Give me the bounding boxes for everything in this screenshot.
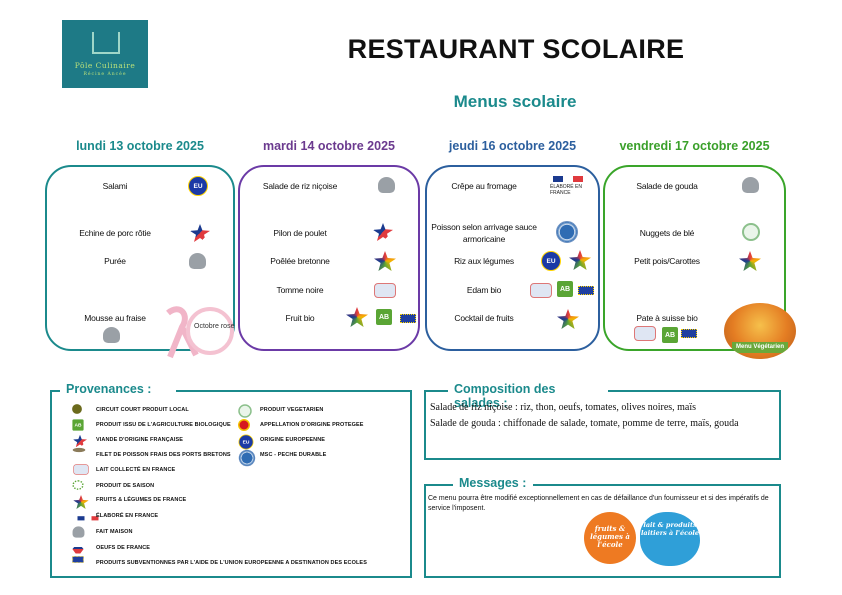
menu-item: Petit pois/Carottes: [634, 256, 700, 266]
menu-item: Purée: [104, 256, 126, 266]
menu-item: Edam bio: [466, 285, 502, 295]
bio-icon: AB: [557, 281, 573, 297]
bio-icon: AB: [376, 309, 392, 325]
msc-icon: [238, 449, 256, 467]
legend-label: CIRCUIT COURT PRODUIT LOCAL: [96, 407, 189, 413]
elabore-en-france-icon: [75, 511, 100, 526]
fait-maison-icon: [742, 177, 759, 193]
menu-item: Echine de porc rôtie: [79, 228, 151, 238]
circuit-court-icon: [72, 404, 82, 414]
legend-label: PRODUIT VEGETARIEN: [260, 407, 324, 413]
legend-label: LAIT COLLECTÉ EN FRANCE: [96, 467, 176, 473]
elabore-en-france-icon: ÉLABORÉ EN FRANCE: [550, 175, 586, 197]
day-menu-box: [45, 165, 235, 351]
day-menu-box: [603, 165, 786, 351]
day-header: lundi 13 octobre 2025: [76, 139, 204, 153]
lait-france-icon: [374, 283, 396, 298]
menu-vegetarien-badge: Menu Végétarien: [724, 303, 796, 359]
fait-maison-icon: [72, 526, 85, 538]
bio-icon: AB: [72, 419, 84, 431]
poisson-icon: [72, 447, 86, 453]
menu-item: Salade de gouda: [636, 181, 698, 191]
composition-title: Composition des salades :: [448, 382, 608, 410]
crate-icon: [92, 32, 120, 54]
day-header: jeudi 16 octobre 2025: [448, 139, 577, 153]
legend-label: PRODUITS SUBVENTIONNES PAR L'AIDE DE L'U…: [96, 560, 367, 566]
legend-label: FAIT MAISON: [96, 529, 133, 535]
messages-text: Ce menu pourra être modifié exceptionnel…: [428, 495, 769, 512]
aop-icon: [238, 419, 250, 431]
legend-label: MSC - PECHE DURABLE: [260, 452, 327, 458]
msc-icon: [556, 221, 578, 243]
lait-france-icon: [530, 283, 552, 298]
lait-france-icon: [634, 326, 656, 341]
menu-item: Poêlée bretonne: [270, 256, 330, 266]
pink-ribbon-icon: [166, 306, 234, 359]
page-title: RESTAURANT SCOLAIRE: [347, 34, 685, 64]
menu-item: Fruit bio: [285, 313, 315, 323]
legend-label: OEUFS DE FRANCE: [96, 545, 151, 551]
lait-ecole-logo: lait & produits laitiers à l'école: [640, 512, 700, 566]
menu-item: Crêpe au fromage: [451, 181, 517, 191]
eu-flag-icon: [72, 556, 84, 563]
fait-maison-icon: [378, 177, 395, 193]
eu-icon: EU: [541, 251, 561, 271]
menu-item: Nuggets de blé: [639, 228, 695, 238]
menu-item: Riz aux légumes: [454, 256, 514, 266]
eu-icon: EU: [238, 434, 254, 450]
lait-france-icon: [73, 464, 89, 475]
saison-icon: [72, 480, 84, 490]
day-header: vendredi 17 octobre 2025: [619, 139, 770, 153]
provenances-box: [50, 390, 412, 578]
fait-maison-icon: [103, 327, 120, 343]
page-subtitle: Menus scolaire: [453, 92, 577, 111]
octobre-rose-badge: Octobre rose: [160, 305, 238, 361]
legend-label: APPELLATION D'ORIGINE PROTEGEE: [260, 422, 364, 428]
day-menu-box: [238, 165, 420, 351]
legend-label: ÉLABORÉ EN FRANCE: [96, 513, 159, 519]
logo-line2: Récine Ancée: [83, 72, 127, 77]
vegetarien-icon: [742, 223, 760, 241]
menu-item: Poisson selon arrivage sauce armoricaine: [431, 222, 537, 244]
menu-item: Cocktail de fruits: [454, 313, 514, 323]
logo: Pôle Culinaire Récine Ancée: [62, 20, 148, 88]
menu-item: Salade de riz niçoise: [262, 181, 338, 191]
eu-icon: EU: [188, 176, 208, 196]
vegetarien-icon: [238, 404, 252, 418]
legend-label: ORIGINE EUROPEENNE: [260, 437, 326, 443]
legend-label: FILET DE POISSON FRAIS DES PORTS BRETONS: [96, 452, 231, 458]
legend-label: PRODUIT ISSU DE L'AGRICULTURE BIOLOGIQUE: [96, 422, 231, 428]
menu-item: Salami: [102, 181, 128, 191]
fruits-legumes-ecole-logo: fruits & légumes à l'école: [584, 512, 636, 564]
legend-label: PRODUIT DE SAISON: [96, 483, 155, 489]
menu-item: Pate à suisse bio: [636, 313, 698, 323]
legend-label: FRUITS & LÉGUMES DE FRANCE: [96, 497, 187, 503]
provenances-title: Provenances :: [60, 382, 176, 396]
eu-flag-icon: [578, 286, 594, 295]
messages-box: [424, 484, 781, 578]
menu-item: Mousse au fraise: [84, 313, 146, 323]
eu-flag-icon: [400, 314, 416, 323]
day-header: mardi 14 octobre 2025: [262, 139, 395, 153]
bio-icon: AB: [662, 327, 678, 343]
messages-title: Messages :: [453, 476, 533, 490]
logo-line1: Pôle Culinaire: [74, 61, 136, 70]
eu-flag-icon: [681, 329, 697, 338]
menu-item: Tomme noire: [276, 285, 324, 295]
salade-line: Salade de gouda : chiffonade de salade, …: [430, 418, 739, 429]
legend-label: VIANDE D'ORIGINE FRANÇAISE: [96, 437, 184, 443]
salade-line: Salade de riz niçoise : riz, thon, oeufs…: [430, 402, 697, 413]
oeufs-icon: [72, 542, 84, 554]
day-menu-box: [425, 165, 600, 351]
menu-item: Pilon de poulet: [273, 228, 327, 238]
fait-maison-icon: [189, 253, 206, 269]
